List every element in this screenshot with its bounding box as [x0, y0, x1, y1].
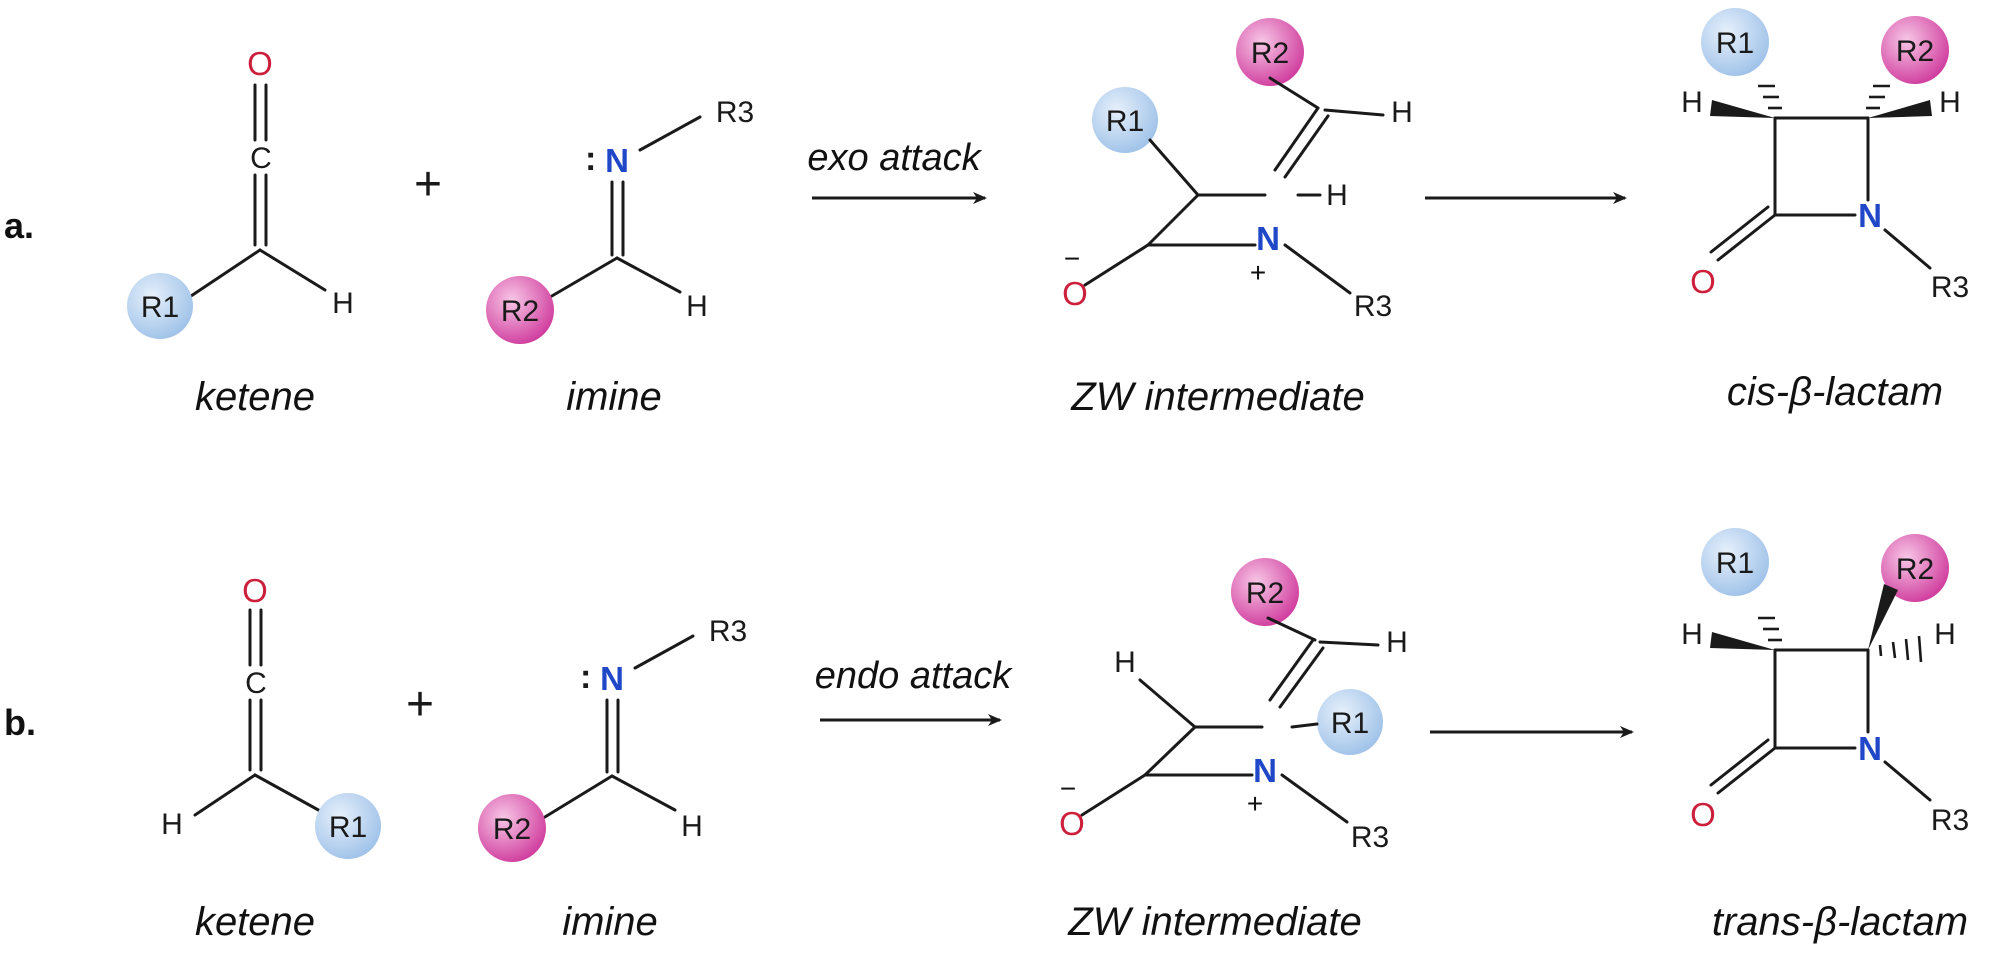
hydrogen-atom: H — [332, 287, 354, 320]
r2-substituent-ball — [478, 794, 546, 862]
lone-pair: : — [585, 140, 596, 178]
oxygen-atom: O — [247, 45, 273, 82]
r2-label: R2 — [1246, 577, 1284, 610]
r1-substituent-ball — [1701, 8, 1769, 76]
r1-substituent-ball — [1317, 689, 1383, 755]
r1-label: R1 — [141, 291, 179, 324]
cis-beta-lactam-molecule: R1 R2 H H N O R3 — [1681, 8, 1969, 304]
hydrogen-atom: H — [1681, 86, 1703, 119]
imine-caption: imine — [562, 900, 658, 944]
r1-label: R1 — [1716, 547, 1754, 580]
row-b: b. O C H R1 ketene + : N R3 — [4, 528, 1969, 944]
negative-charge: − — [1060, 773, 1076, 804]
r2-substituent-ball — [1231, 558, 1299, 626]
oxygen-atom: O — [1690, 796, 1716, 833]
nitrogen-atom: N — [1256, 220, 1280, 257]
product-caption: trans-β-lactam — [1712, 900, 1968, 944]
hydrogen-atom: H — [1114, 646, 1136, 679]
attack-label: endo attack — [815, 655, 1013, 697]
r2-label: R2 — [493, 813, 531, 846]
r1-substituent-ball — [127, 273, 193, 339]
nitrogen-atom: N — [1253, 752, 1277, 789]
r1-substituent-ball — [315, 793, 381, 859]
row-a: a. O C R1 H ketene + : N R3 — [4, 8, 1969, 419]
r2-label: R2 — [501, 295, 539, 328]
r1-label: R1 — [1331, 707, 1369, 740]
r2-label: R2 — [1896, 553, 1934, 586]
r1-label: R1 — [1716, 27, 1754, 60]
nitrogen-atom: N — [605, 142, 629, 179]
hydrogen-atom: H — [686, 290, 708, 323]
oxygen-atom: O — [1059, 805, 1085, 842]
intermediate-caption: ZW intermediate — [1070, 375, 1364, 419]
oxygen-atom: O — [242, 572, 268, 609]
r2-label: R2 — [1251, 37, 1289, 70]
r2-substituent-ball — [1881, 534, 1949, 602]
negative-charge: − — [1064, 243, 1080, 274]
ketene-molecule: O C R1 H — [127, 45, 354, 339]
hydrogen-atom: H — [1939, 86, 1961, 119]
r3-label: R3 — [716, 96, 754, 129]
row-label: a. — [4, 205, 34, 246]
carbon-atom: C — [245, 667, 267, 700]
r3-label: R3 — [1351, 821, 1389, 854]
r3-label: R3 — [709, 615, 747, 648]
lone-pair: : — [580, 658, 591, 696]
r1-label: R1 — [1106, 105, 1144, 138]
intermediate-caption: ZW intermediate — [1067, 900, 1361, 944]
r2-substituent-ball — [1881, 16, 1949, 84]
imine-molecule: : N R3 R2 H — [486, 96, 754, 344]
attack-label: exo attack — [807, 137, 982, 179]
ketene-caption: ketene — [195, 375, 315, 419]
plus-sign: + — [414, 158, 442, 211]
r3-label: R3 — [1354, 290, 1392, 323]
r2-substituent-ball — [1236, 18, 1304, 86]
row-label: b. — [4, 702, 36, 743]
r2-substituent-ball — [486, 276, 554, 344]
r1-substituent-ball — [1701, 528, 1769, 596]
zw-intermediate: R1 R2 H H N + O − R3 — [1062, 18, 1413, 323]
hydrogen-atom: H — [681, 810, 703, 843]
product-caption: cis-β-lactam — [1727, 370, 1943, 414]
hydrogen-atom: H — [1391, 96, 1413, 129]
imine-molecule: : N R3 R2 H — [478, 615, 747, 862]
r2-label: R2 — [1896, 35, 1934, 68]
hydrogen-atom: H — [161, 808, 183, 841]
hydrogen-atom: H — [1681, 618, 1703, 651]
positive-charge: + — [1250, 257, 1266, 288]
trans-beta-lactam-molecule: R1 R2 H H N O R3 — [1681, 528, 1969, 837]
plus-sign: + — [406, 678, 434, 731]
oxygen-atom: O — [1062, 275, 1088, 312]
oxygen-atom: O — [1690, 263, 1716, 300]
ketene-caption: ketene — [195, 900, 315, 944]
r3-label: R3 — [1931, 804, 1969, 837]
hydrogen-atom: H — [1386, 626, 1408, 659]
nitrogen-atom: N — [1858, 197, 1882, 234]
r3-label: R3 — [1931, 271, 1969, 304]
positive-charge: + — [1247, 788, 1263, 819]
nitrogen-atom: N — [1858, 730, 1882, 767]
zw-intermediate: R2 R1 H H N + O − R3 — [1059, 558, 1408, 854]
r1-substituent-ball — [1092, 87, 1158, 153]
r1-label: R1 — [329, 811, 367, 844]
imine-caption: imine — [566, 375, 662, 419]
hydrogen-atom: H — [1934, 618, 1956, 651]
hydrogen-atom: H — [1326, 179, 1348, 212]
nitrogen-atom: N — [600, 660, 624, 697]
ketene-molecule: O C H R1 — [161, 572, 381, 859]
carbon-atom: C — [250, 142, 272, 175]
